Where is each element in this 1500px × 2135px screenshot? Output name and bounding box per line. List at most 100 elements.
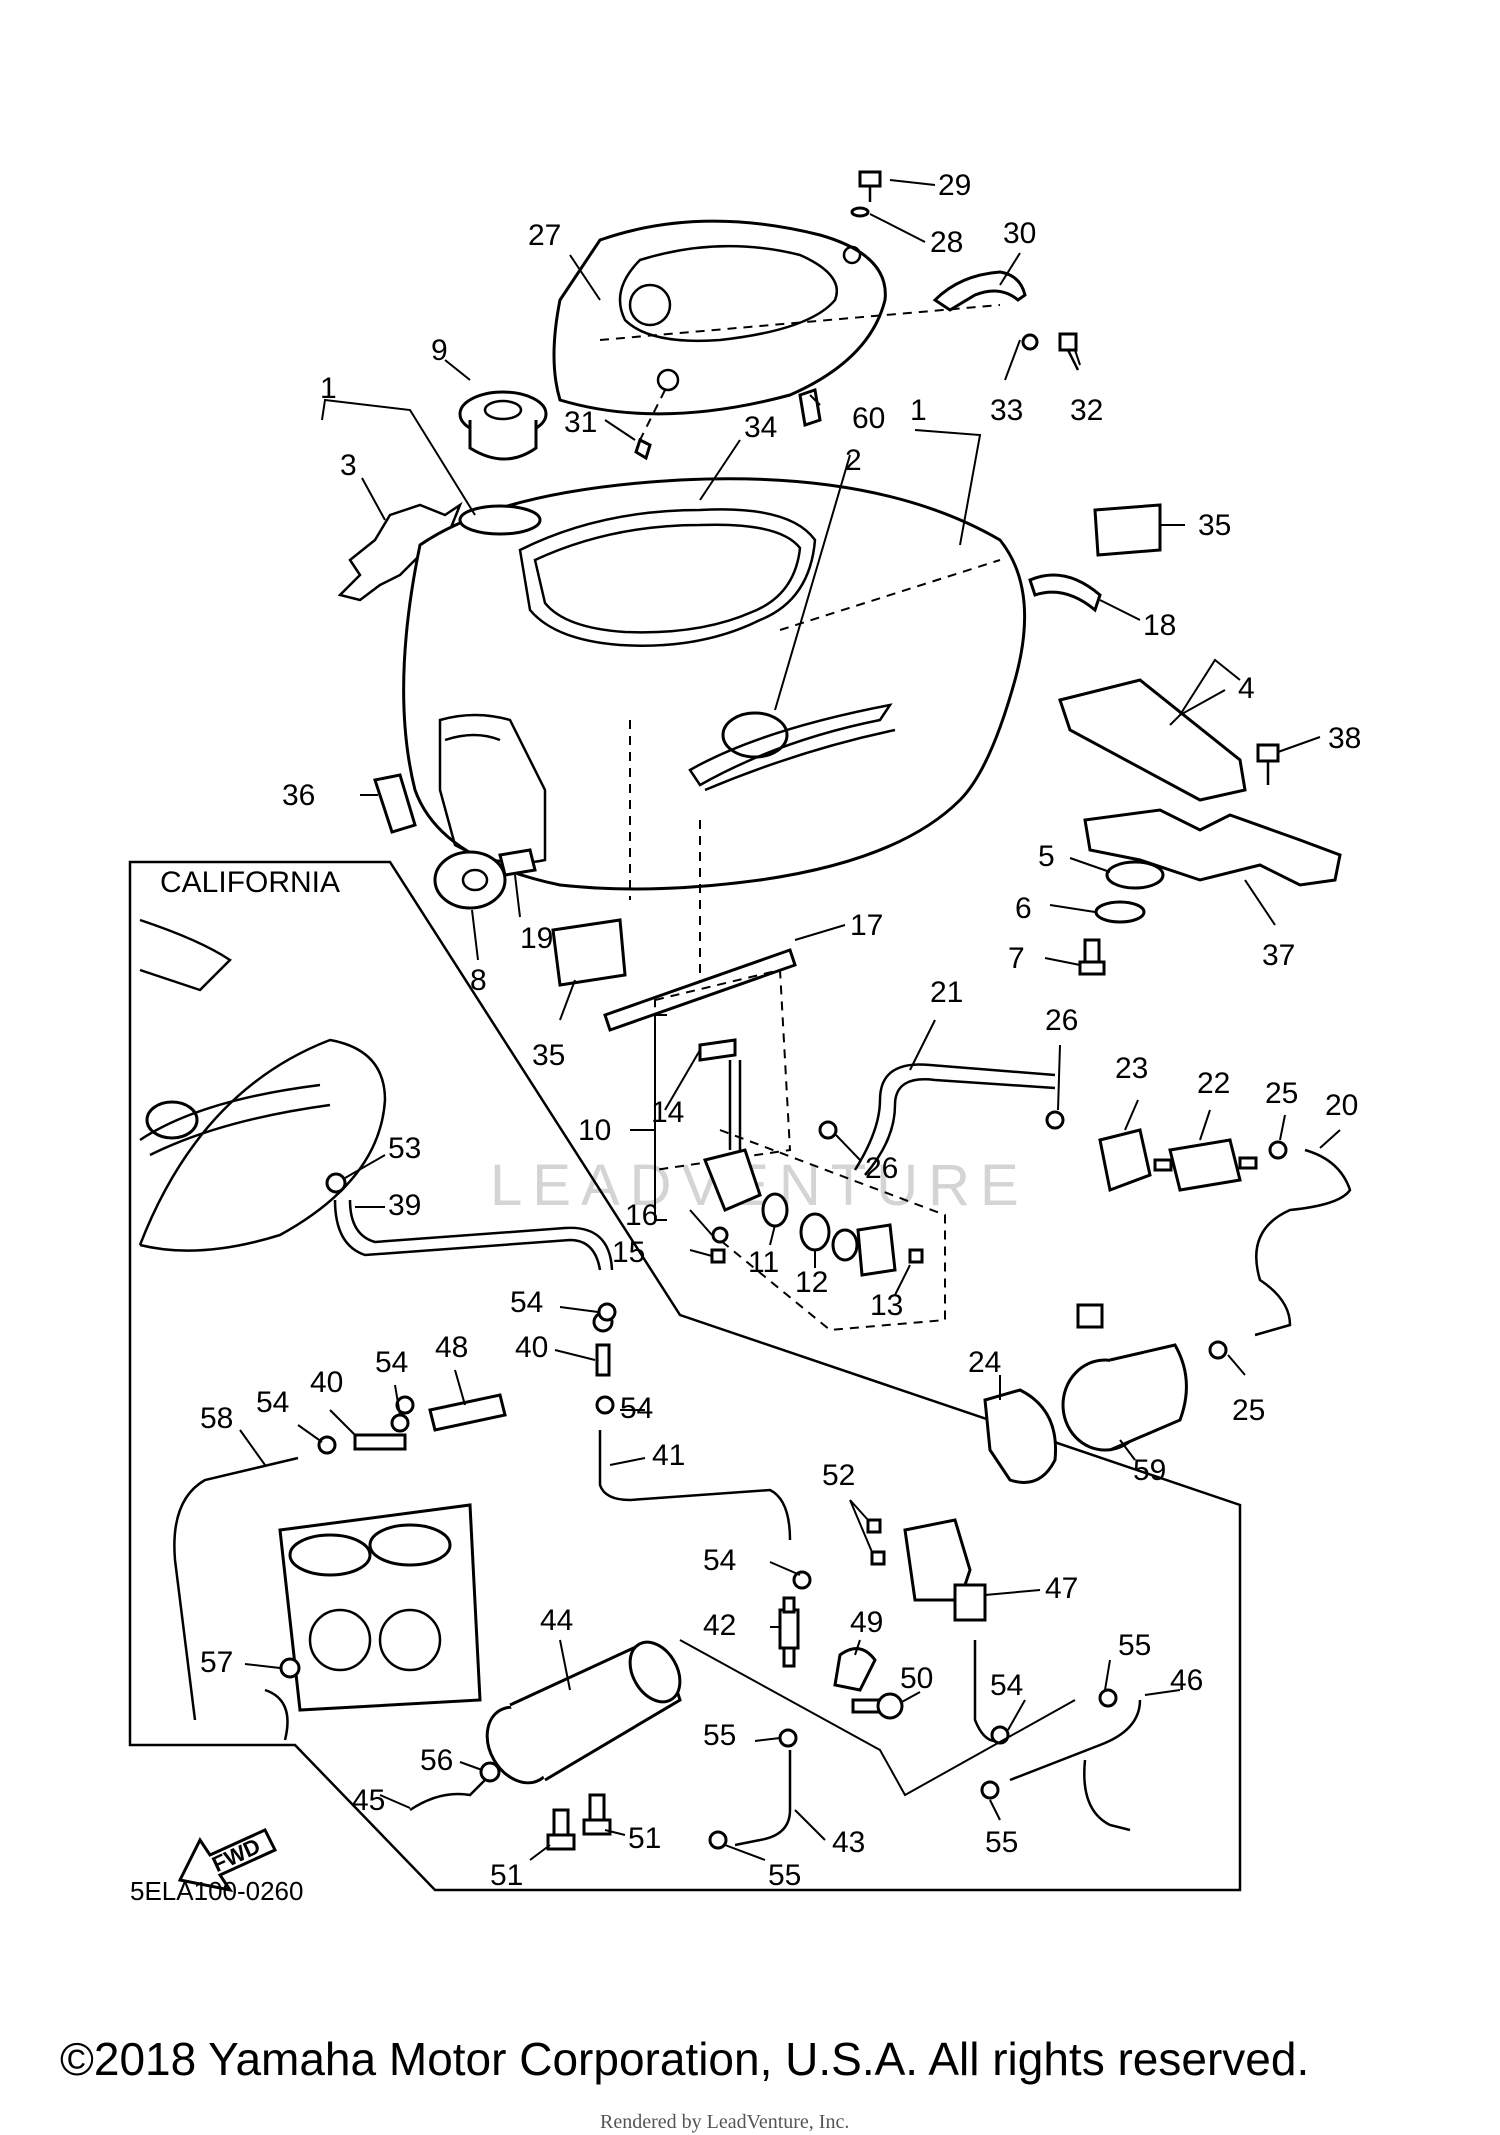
fwd-label: FWD bbox=[208, 1833, 264, 1877]
clip-54-d bbox=[595, 1395, 615, 1415]
callout: 11 bbox=[748, 1246, 779, 1279]
hose-57 bbox=[264, 1688, 289, 1741]
callout: 39 bbox=[388, 1189, 421, 1222]
california-label: CALIFORNIA bbox=[160, 866, 340, 899]
bolt-38 bbox=[1256, 743, 1280, 785]
clip-54-b bbox=[395, 1395, 415, 1415]
joint-42 bbox=[778, 1596, 800, 1668]
bolt-32 bbox=[1058, 332, 1080, 371]
hose-48 bbox=[428, 1393, 507, 1432]
callout: 26 bbox=[865, 1152, 898, 1185]
callout: 49 bbox=[850, 1606, 883, 1639]
screw-29 bbox=[858, 170, 882, 202]
callout: 22 bbox=[1197, 1067, 1230, 1100]
callout: 59 bbox=[1133, 1454, 1166, 1487]
callout: 35 bbox=[532, 1039, 565, 1072]
callout: 3 bbox=[340, 449, 357, 482]
callout: 55 bbox=[768, 1859, 801, 1892]
hose-39 bbox=[333, 1199, 602, 1271]
label-35-top bbox=[1093, 503, 1162, 557]
callout: 38 bbox=[1328, 722, 1361, 755]
leader-lines bbox=[239, 179, 1341, 1861]
bracket-30 bbox=[932, 270, 1027, 312]
clip-54-a bbox=[597, 1302, 617, 1322]
bracket-49 bbox=[833, 1647, 877, 1692]
tank-detail-california bbox=[139, 918, 232, 992]
solenoid-valve-47 bbox=[903, 1518, 987, 1622]
rendered-by: Rendered by LeadVenture, Inc. bbox=[600, 2111, 849, 2133]
tank-outline-california bbox=[138, 1038, 387, 1252]
clip-53 bbox=[325, 1172, 347, 1194]
washer-28 bbox=[850, 206, 870, 218]
joint-40-left bbox=[353, 1413, 410, 1451]
hose-46 bbox=[1009, 1699, 1142, 1782]
callout: 54 bbox=[375, 1346, 408, 1379]
callout: 9 bbox=[431, 334, 448, 367]
damper-36 bbox=[373, 773, 417, 834]
cap-8 bbox=[433, 850, 507, 910]
callout: 30 bbox=[1003, 217, 1036, 250]
copyright-notice: ©2018 Yamaha Motor Corporation, U.S.A. A… bbox=[60, 2033, 1309, 2085]
clamp-23 bbox=[1098, 1128, 1152, 1193]
damper-18 bbox=[1028, 573, 1102, 613]
callout: 18 bbox=[1143, 609, 1176, 642]
callout: 25 bbox=[1232, 1394, 1265, 1427]
callout: 55 bbox=[985, 1826, 1018, 1859]
callout: 13 bbox=[870, 1289, 903, 1322]
callout: 57 bbox=[200, 1646, 233, 1679]
callout: 40 bbox=[310, 1366, 343, 1399]
clip-55-d bbox=[708, 1830, 728, 1850]
callout: 21 bbox=[930, 976, 963, 1009]
hose-45 bbox=[409, 1779, 486, 1812]
hose-20 bbox=[1254, 1148, 1352, 1337]
callout: 7 bbox=[1008, 942, 1025, 975]
callout: 46 bbox=[1170, 1664, 1203, 1697]
clip-57 bbox=[279, 1657, 301, 1679]
tank-emblem-2 bbox=[688, 703, 896, 792]
callout: 6 bbox=[1015, 892, 1032, 925]
bolt-52-lower bbox=[870, 1550, 886, 1566]
bolt-7 bbox=[1078, 938, 1106, 976]
hose-58 bbox=[173, 1456, 299, 1721]
callout: 2 bbox=[845, 444, 862, 477]
callout: 32 bbox=[1070, 394, 1103, 427]
callout: 25 bbox=[1265, 1077, 1298, 1110]
clip-55-b bbox=[1098, 1688, 1118, 1708]
callout: 37 bbox=[1262, 939, 1295, 972]
canister-44 bbox=[485, 1640, 682, 1785]
callout: 54 bbox=[703, 1544, 736, 1577]
callout: 5 bbox=[1038, 840, 1055, 873]
callout-labels: 29 28 30 27 9 1 31 60 34 33 32 1 2 3 35 … bbox=[200, 169, 1361, 1892]
callout: 8 bbox=[470, 964, 487, 997]
callout: 4 bbox=[1238, 672, 1255, 705]
callout: 35 bbox=[1198, 509, 1231, 542]
clip-55-a bbox=[778, 1728, 798, 1748]
tank-emblem-california bbox=[139, 1083, 331, 1157]
fuel-tank-1 bbox=[402, 477, 1027, 1000]
callout: 24 bbox=[968, 1346, 1001, 1379]
clip-26-lower bbox=[818, 1120, 838, 1140]
bolt-50 bbox=[851, 1692, 904, 1720]
callout: 58 bbox=[200, 1402, 233, 1435]
callout: 28 bbox=[930, 226, 963, 259]
callout: 26 bbox=[1045, 1004, 1078, 1037]
clip-56 bbox=[479, 1761, 501, 1783]
callout: 54 bbox=[990, 1669, 1023, 1702]
bracket-37 bbox=[1083, 808, 1342, 887]
callout: 40 bbox=[515, 1331, 548, 1364]
callout: 10 bbox=[578, 1114, 611, 1147]
clip-25-lower bbox=[1208, 1340, 1228, 1360]
clip-26-upper bbox=[1045, 1110, 1065, 1130]
callout: 52 bbox=[822, 1459, 855, 1492]
callout: 33 bbox=[990, 394, 1023, 427]
callout: 51 bbox=[490, 1859, 523, 1892]
label-35-bottom bbox=[551, 918, 627, 987]
callout: 34 bbox=[744, 411, 777, 444]
grommet-5 bbox=[1105, 860, 1165, 890]
clip-31 bbox=[634, 437, 652, 461]
callout: 23 bbox=[1115, 1052, 1148, 1085]
damper-19 bbox=[498, 848, 537, 877]
bolt-52-upper bbox=[866, 1518, 882, 1534]
fuel-filter-22 bbox=[1153, 1138, 1258, 1192]
